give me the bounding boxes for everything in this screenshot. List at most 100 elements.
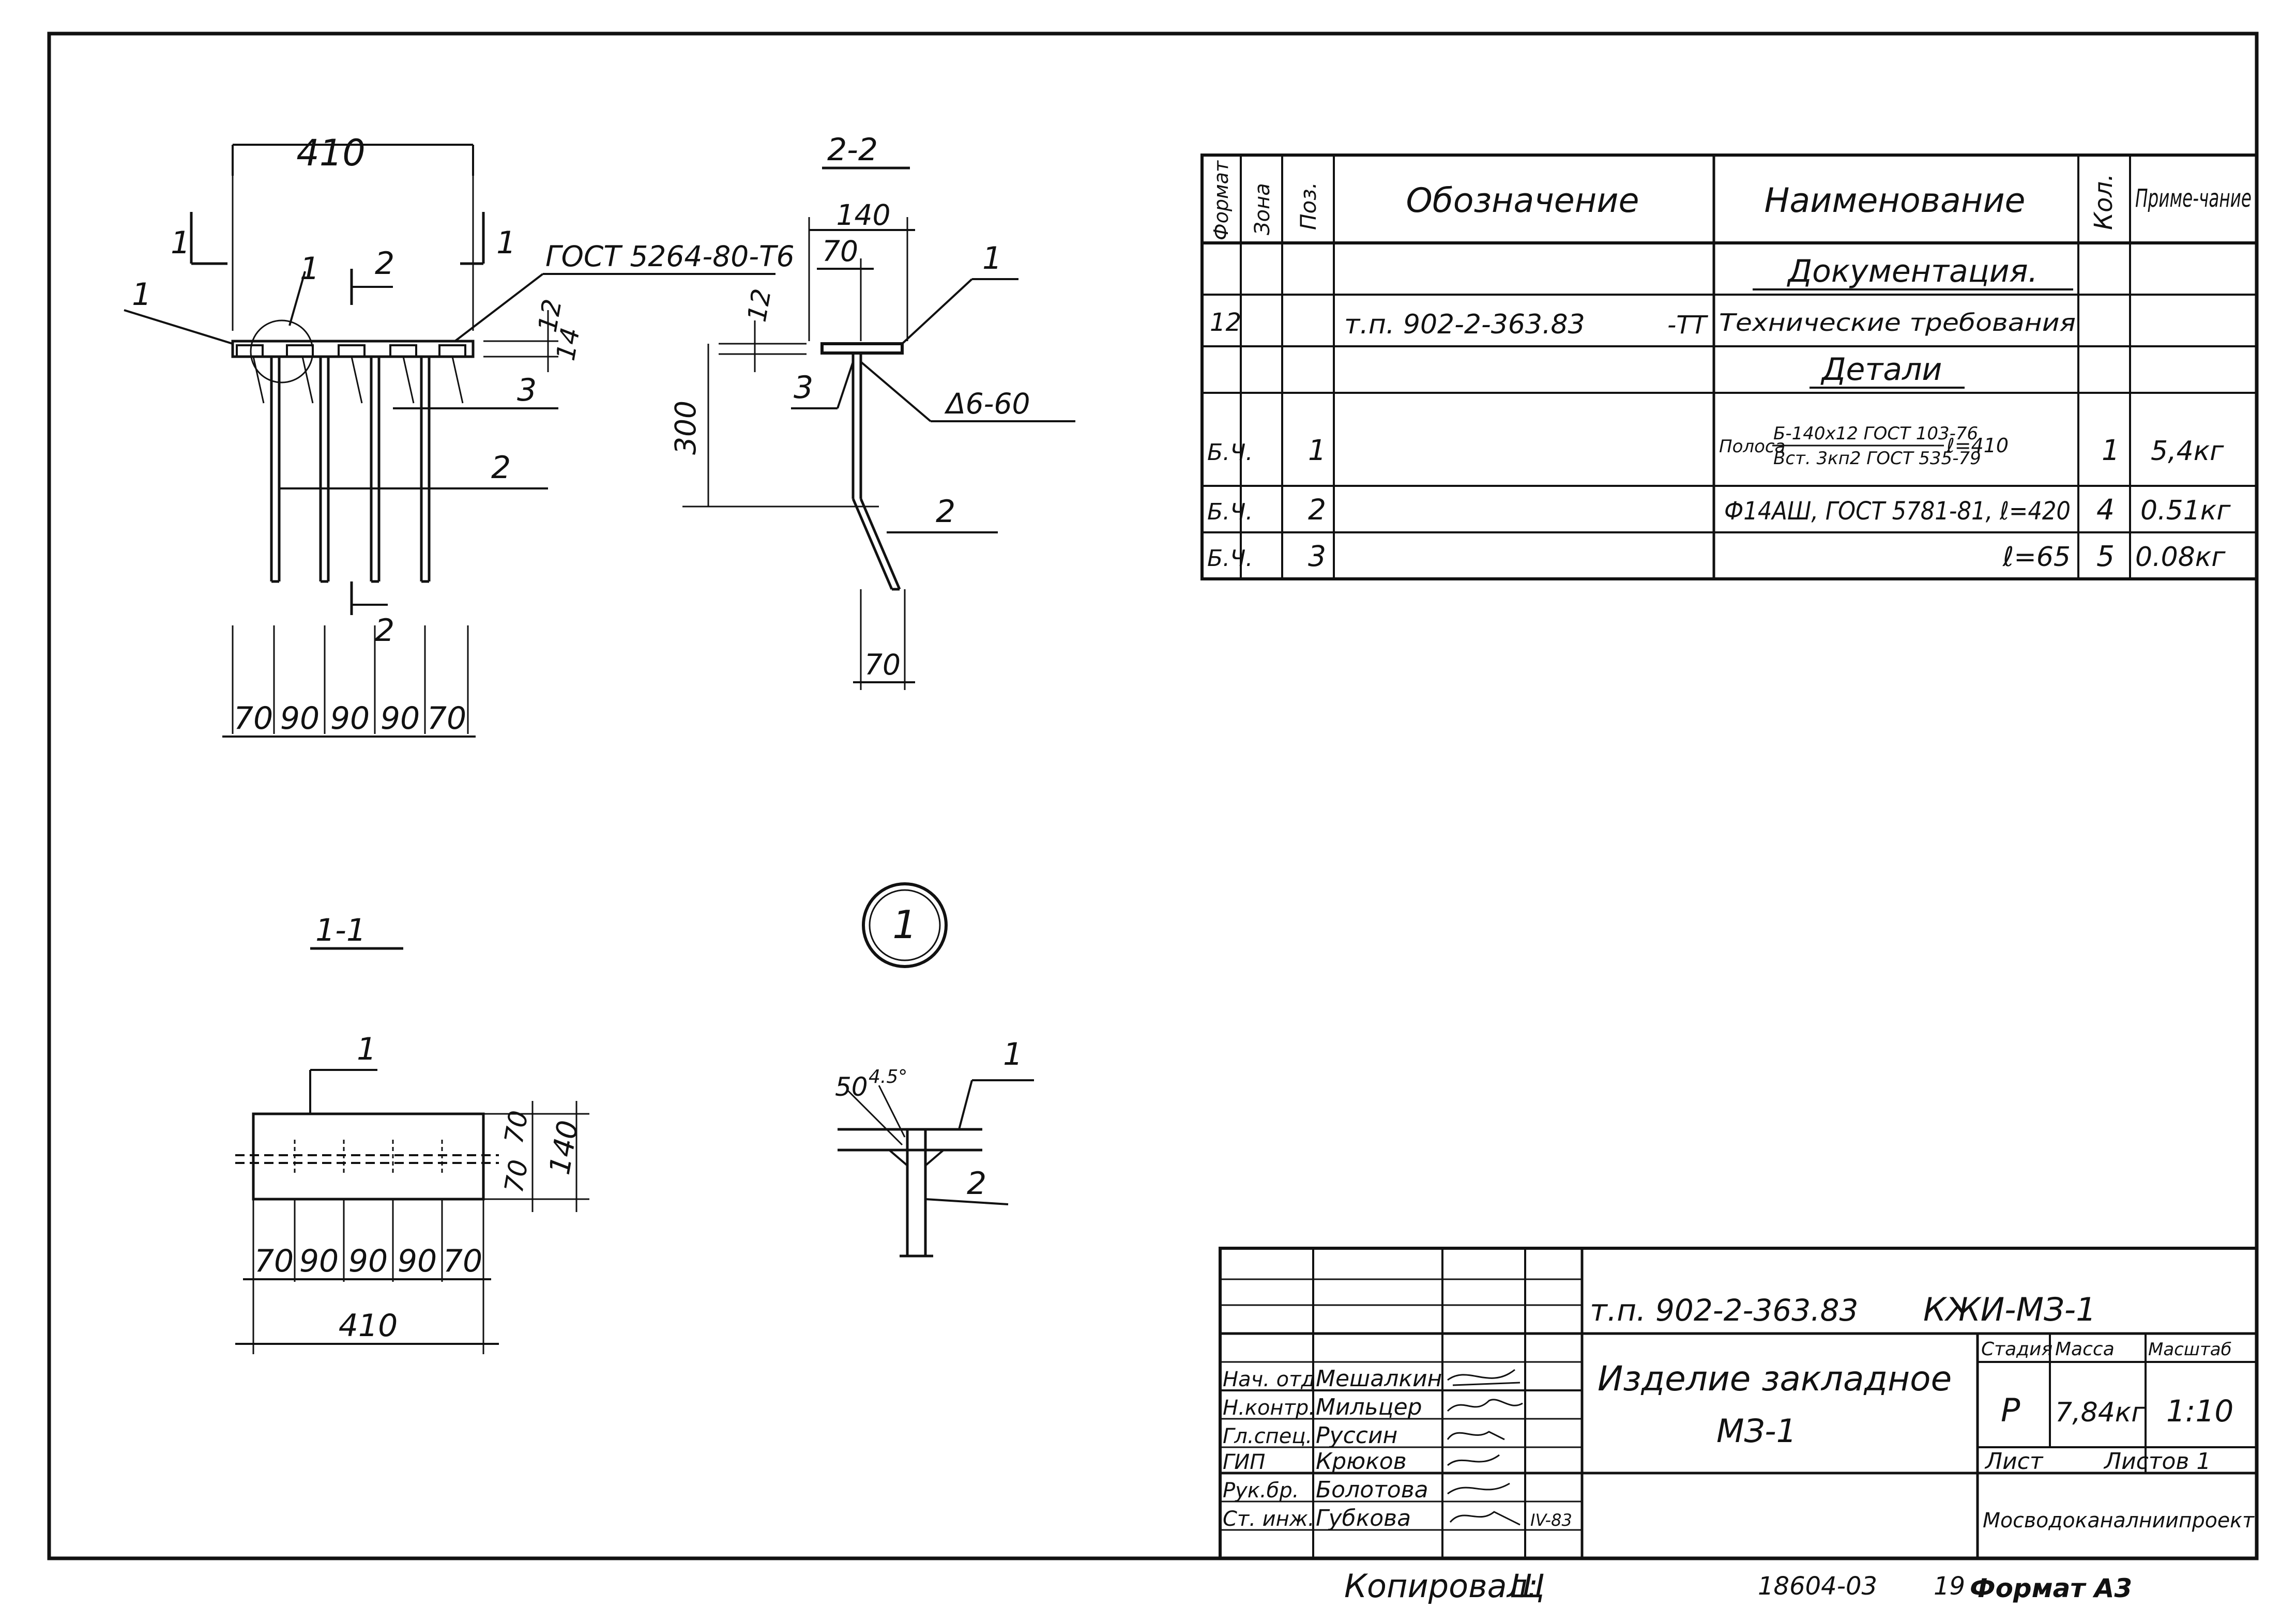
spec-row4-pos: 3 xyxy=(1308,540,1326,573)
spec-section-parts: Детали xyxy=(1820,351,1942,388)
plan-leader-pos1-circle: 1 xyxy=(300,251,320,287)
s22-dim-12: 12 xyxy=(742,286,777,324)
s22-dim-70-bottom: 70 xyxy=(864,648,901,681)
tb-sig5-name: Болотова xyxy=(1316,1477,1428,1503)
spec-row4-note: 0.08кг xyxy=(2135,542,2226,573)
spec-row2-name-top: Б-140х12 ГОСТ 103-76 xyxy=(1773,423,1978,444)
tb-sig6-name: Губкова xyxy=(1316,1505,1411,1531)
s11-dim-410: 410 xyxy=(339,1308,398,1344)
tb-organization: Мосводоканалниипроект xyxy=(1983,1509,2255,1533)
spec-row3-format: Б.Ч. xyxy=(1207,499,1253,525)
spec-header-format: Формат xyxy=(1210,160,1233,240)
spec-table: Формат Зона Поз. Обозначение Наименовани… xyxy=(1200,154,2258,580)
detail-marker-circle xyxy=(862,882,948,968)
spec-row4-qty: 5 xyxy=(2096,540,2115,573)
tb-title-line1: Изделие закладное xyxy=(1598,1359,1952,1399)
plan-bottom-dim-4: 90 xyxy=(381,700,420,737)
spec-row3-note: 0.51кг xyxy=(2140,495,2231,526)
spec-header-zone: Зона xyxy=(1251,183,1274,235)
plan-dim-410: 410 xyxy=(296,132,366,174)
spec-row1-designation-suffix: -ТТ xyxy=(1667,311,1709,340)
s11-bottom-dim-2: 90 xyxy=(299,1243,339,1279)
spec-row3-name: Ф14АШ, ГОСТ 5781-81, ℓ=420 xyxy=(1724,497,2071,526)
section-2-2-title: 2-2 xyxy=(827,132,878,168)
plan-pos3: 3 xyxy=(517,372,537,408)
spec-row2-name-bottom: Вст. 3кп2 ГОСТ 535-79 xyxy=(1773,448,1981,469)
detail-1: 1 50 4.5° 1 2 xyxy=(835,882,1034,1258)
s22-pos1: 1 xyxy=(982,240,1002,277)
s11-bottom-dim-5: 70 xyxy=(443,1243,482,1279)
tb-stage: Р xyxy=(2001,1391,2020,1429)
tb-scale: 1:10 xyxy=(2166,1393,2233,1429)
plan-gost-weld: ГОСТ 5264-80-Т6 xyxy=(545,240,795,273)
tb-date: IV-83 xyxy=(1530,1510,1572,1530)
tb-sig6-role: Ст. инж. xyxy=(1223,1507,1315,1531)
spec-header-name: Наименование xyxy=(1764,181,2025,220)
spec-row1-designation: т.п. 902-2-363.83 xyxy=(1344,309,1585,340)
s22-dim-70-top: 70 xyxy=(822,235,858,268)
tb-sig3-name: Руссин xyxy=(1316,1422,1397,1449)
section-1-1: 1-1 1 70 70 140 70 90 90 90 7 xyxy=(235,912,589,1354)
plan-cut2-bottom: 2 xyxy=(375,612,394,649)
plan-cut2-top: 2 xyxy=(375,246,394,282)
detail-marker-label: 1 xyxy=(892,902,917,947)
tb-title-line2: МЗ-1 xyxy=(1716,1412,1797,1450)
tb-mass-label: Масса xyxy=(2055,1339,2115,1360)
s11-bottom-dim-1: 70 xyxy=(254,1243,294,1279)
plan-pos2: 2 xyxy=(491,450,511,486)
tb-scale-label: Масштаб xyxy=(2148,1339,2232,1360)
spec-row2-format: Б.Ч. xyxy=(1207,439,1253,466)
plan-bottom-dim-3: 90 xyxy=(330,700,370,737)
s22-dim-140: 140 xyxy=(837,198,891,232)
plan-bottom-dim-1: 70 xyxy=(234,700,273,737)
s22-dim-300: 300 xyxy=(669,401,702,455)
d1-pos1: 1 xyxy=(1003,1036,1023,1073)
s11-dim-140: 140 xyxy=(543,1118,585,1177)
s22-weld: Δ6-60 xyxy=(944,387,1030,420)
spec-row2-qty: 1 xyxy=(2102,434,2120,467)
tb-sig3-role: Гл.спец. xyxy=(1223,1424,1312,1448)
tb-sheet-label: Лист xyxy=(1984,1448,2044,1475)
footer-copied-sign: Щ xyxy=(1510,1567,1545,1605)
s22-pos2: 2 xyxy=(936,494,955,530)
footer-copied-label: Копировал: xyxy=(1344,1567,1538,1605)
s11-bottom-dim-3: 90 xyxy=(348,1243,388,1279)
plan-leader-pos1-left: 1 xyxy=(132,277,151,313)
spec-header-pos: Поз. xyxy=(1296,182,1321,230)
plan-cut-mark-right: 1 xyxy=(496,225,516,261)
tb-sheets-label: Листов 1 xyxy=(2103,1448,2211,1475)
tb-mass: 7,84кг xyxy=(2055,1397,2146,1428)
s11-dim-70b: 70 xyxy=(499,1157,534,1195)
plan-dim-14: 14 xyxy=(551,325,586,363)
spec-row1-format: 12 xyxy=(1210,308,1241,337)
tb-sig1-role: Нач. отд. xyxy=(1223,1368,1322,1391)
section-1-1-title: 1-1 xyxy=(315,912,366,948)
tb-doc-code: т.п. 902-2-363.83 xyxy=(1590,1293,1858,1328)
spec-row4-format: Б.Ч. xyxy=(1207,545,1253,572)
tb-sig2-name: Мильцер xyxy=(1316,1394,1422,1420)
s11-dim-70a: 70 xyxy=(499,1108,534,1146)
spec-row3-qty: 4 xyxy=(2096,493,2115,526)
d1-weld-sup: 4.5° xyxy=(869,1066,907,1087)
title-block: т.п. 902-2-363.83 КЖИ-МЗ-1 Изделие закла… xyxy=(1219,1247,2258,1560)
section-2-2: 2-2 140 70 1 12 300 3 xyxy=(669,132,1075,690)
plan-cut-mark-left: 1 xyxy=(171,225,190,261)
plan-view: 410 1 1 2 2 xyxy=(124,132,795,738)
spec-row3-pos: 2 xyxy=(1308,493,1326,526)
footer: Копировал: Щ 18604-03 19 Формат А3 xyxy=(1344,1567,2132,1605)
plan-dim-12: 12 xyxy=(533,297,568,334)
spec-row1-name: Технические требования xyxy=(1719,309,2076,336)
footer-format-label: Формат А3 xyxy=(1970,1573,2132,1603)
spec-header-designation: Обозначение xyxy=(1406,181,1639,220)
spec-section-docs: Документация. xyxy=(1786,253,2037,289)
plan-bottom-dim-2: 90 xyxy=(280,700,320,737)
tb-sig1-name: Мешалкин xyxy=(1316,1366,1442,1392)
spec-row2-note: 5,4кг xyxy=(2151,436,2224,467)
footer-order-no: 18604-03 xyxy=(1758,1572,1877,1601)
tb-sheet-code: КЖИ-МЗ-1 xyxy=(1923,1291,2096,1328)
tb-stage-label: Стадия xyxy=(1981,1339,2052,1360)
spec-row4-name: ℓ=65 xyxy=(2002,542,2071,573)
spec-row2-pos: 1 xyxy=(1308,434,1326,467)
spec-header-note: Приме-чание xyxy=(2135,184,2252,213)
